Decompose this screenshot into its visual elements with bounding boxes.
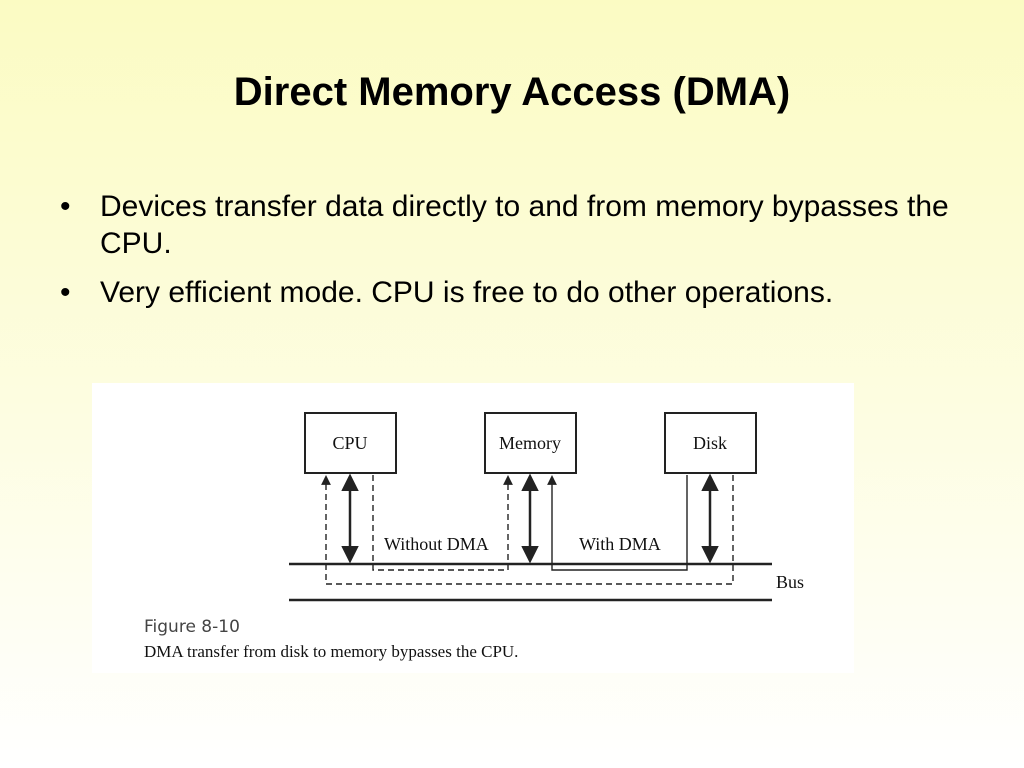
dma-figure: CPU Memory Disk Bus Without DMA With DMA…: [92, 383, 854, 673]
figure-caption-text: DMA transfer from disk to memory bypasse…: [144, 642, 519, 661]
bullet-list: • Devices transfer data directly to and …: [58, 188, 988, 323]
with-dma-label: With DMA: [579, 534, 661, 554]
cpu-label: CPU: [332, 433, 367, 453]
bullet-item: • Very efficient mode. CPU is free to do…: [58, 274, 988, 311]
bullet-dot: •: [60, 276, 71, 309]
with-dma-path: [547, 475, 688, 571]
without-dma-label: Without DMA: [384, 534, 489, 554]
without-dma-outer-path: [321, 475, 734, 585]
bullet-text: Very efficient mode. CPU is free to do o…: [100, 276, 834, 309]
cpu-box: [304, 412, 397, 474]
disk-label: Disk: [693, 433, 727, 453]
dma-diagram: CPU Memory Disk Bus Without DMA With DMA: [289, 412, 804, 602]
disk-box: [664, 412, 757, 474]
bullet-text: Devices transfer data directly to and fr…: [100, 190, 949, 260]
memory-label: Memory: [499, 433, 561, 453]
figure-caption-title: Figure 8-10: [144, 617, 240, 637]
memory-box: [484, 412, 577, 474]
bullet-dot: •: [60, 190, 71, 223]
without-dma-inner-path: [372, 475, 513, 571]
bullet-item: • Devices transfer data directly to and …: [58, 188, 988, 262]
slide-title: Direct Memory Access (DMA): [233, 70, 791, 114]
bus-label: Bus: [776, 572, 804, 592]
